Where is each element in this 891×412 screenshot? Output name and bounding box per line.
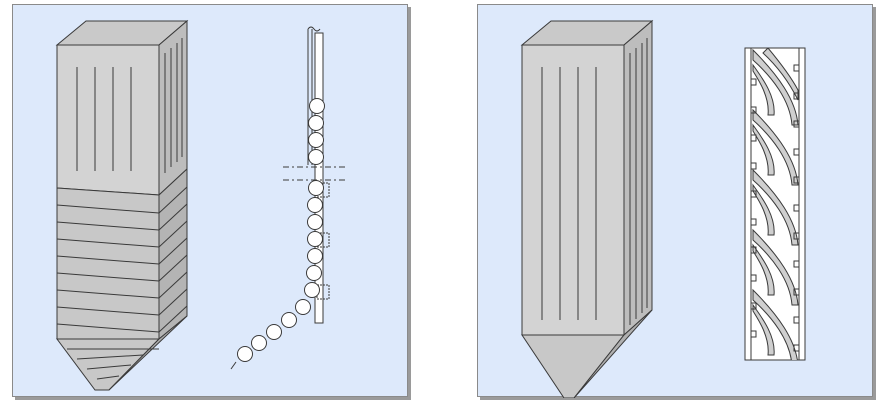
left-column-vertical-grooves <box>76 38 183 173</box>
helix-strands <box>752 48 799 360</box>
right-panel <box>477 4 873 398</box>
right-column-front <box>521 44 625 336</box>
bead-chain <box>237 98 325 362</box>
left-column-side-lower <box>158 167 188 341</box>
left-column <box>55 19 189 391</box>
right-column <box>520 19 654 398</box>
left-column-front-upper <box>56 44 160 196</box>
right-column-cone-front <box>521 334 626 398</box>
left-column-side-upper <box>158 19 188 197</box>
right-column-cone-side <box>573 309 653 398</box>
guide-rail-outer <box>314 32 324 324</box>
right-helical-detail <box>744 47 806 361</box>
left-column-cone-side <box>108 315 188 391</box>
left-column-helical-wraps <box>56 186 188 380</box>
left-diagram <box>55 19 347 391</box>
right-diagram <box>520 19 806 398</box>
chain-tail <box>230 361 237 370</box>
left-column-front-lower <box>56 187 160 340</box>
right-column-vertical-grooves <box>541 38 648 325</box>
break-mark-top <box>307 26 321 32</box>
right-column-side <box>623 19 653 337</box>
left-column-cone-front <box>56 338 161 391</box>
left-panel <box>12 4 408 397</box>
left-strand-detail <box>230 26 347 370</box>
helix-left-notches <box>751 78 757 338</box>
helix-right-notches <box>793 64 799 352</box>
